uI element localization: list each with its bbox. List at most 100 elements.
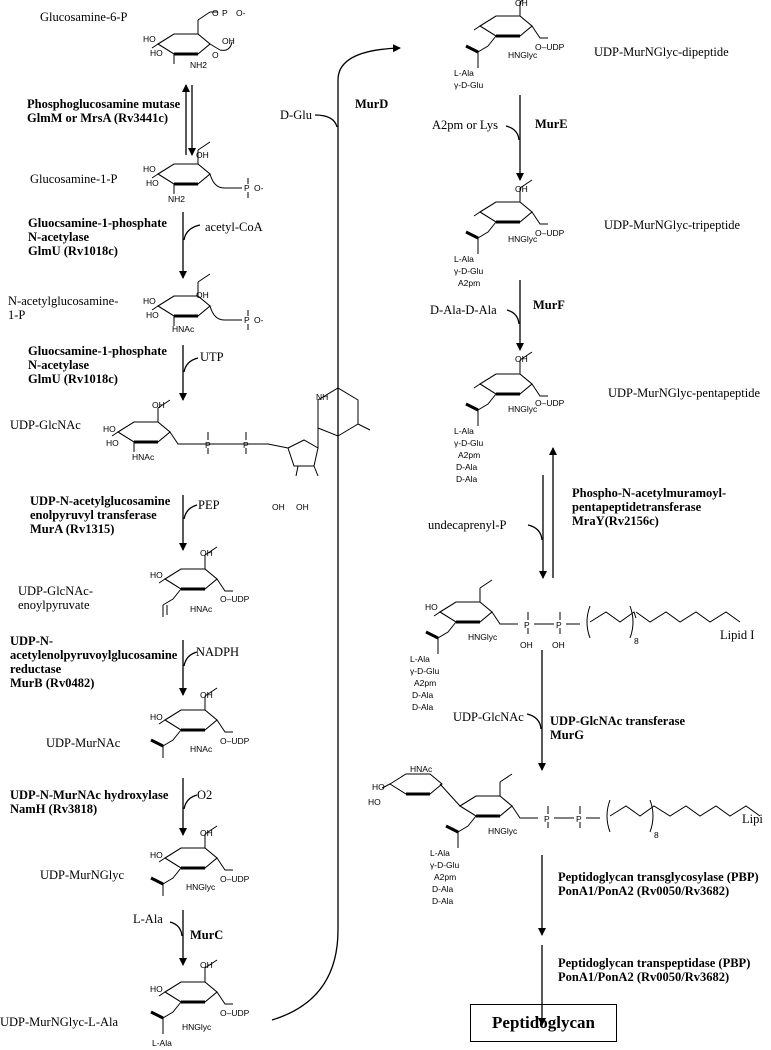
svg-text:HO: HO [150, 570, 163, 580]
svg-text:P: P [556, 620, 562, 630]
svg-text:A2pm: A2pm [458, 450, 480, 460]
compound-udp-murnglyc-l-ala: UDP-MurNGlyc-L-Ala [0, 1015, 119, 1029]
cosubstrate-acetyl-coa: acetyl-CoA [205, 220, 263, 234]
svg-text:O: O [212, 8, 219, 18]
arrow-murc-cosub [169, 921, 183, 937]
arrow-mure-cosub [505, 125, 520, 141]
enzyme-mura: UDP-N-acetylglucosamine enolpyruvyl tran… [30, 494, 171, 536]
svg-text:8: 8 [634, 636, 639, 646]
svg-text:O–UDP: O–UDP [535, 398, 565, 408]
enzyme-mray: Phospho-N-acetylmuramoyl- pentapeptidetr… [572, 486, 727, 528]
compound-udp-glcnac-enoylpyruvate: UDP-GlcNAc- enoylpyruvate [18, 584, 93, 612]
svg-text:HO: HO [150, 984, 163, 994]
arrow-murf-cosub [506, 309, 520, 325]
compound-lipid-i: Lipid I [720, 628, 755, 642]
product-peptidoglycan-box: Peptidoglycan [470, 1004, 617, 1042]
svg-text:A2pm: A2pm [458, 278, 480, 288]
cosubstrate-undecaprenyl-p: undecaprenyl-P [428, 518, 507, 532]
struct-lipid1 [425, 578, 741, 654]
svg-text:HNAc: HNAc [410, 764, 433, 774]
enzyme-transglycosylase: Peptidoglycan transglycosylase (PBP) Pon… [558, 870, 759, 898]
svg-text:HNGlyc: HNGlyc [488, 826, 518, 836]
svg-text:OH: OH [520, 640, 533, 650]
compound-pentapeptide: UDP-MurNGlyc-pentapeptide [608, 386, 761, 400]
svg-text:8: 8 [654, 830, 659, 840]
svg-text:HO: HO [106, 438, 119, 448]
svg-text:A2pm: A2pm [434, 872, 456, 882]
arrow-glmu2-cosub [183, 357, 199, 373]
svg-text:HO: HO [143, 296, 156, 306]
svg-text:O-: O- [236, 8, 246, 18]
struct-udpmurnglyc-lala [150, 958, 233, 1034]
svg-text:L-Ala: L-Ala [454, 254, 474, 264]
svg-text:HO: HO [146, 178, 159, 188]
svg-text:γ-D-Glu: γ-D-Glu [454, 438, 484, 448]
cosubstrate-o2: O2 [197, 788, 213, 802]
svg-text:HNGlyc: HNGlyc [186, 882, 216, 892]
svg-text:O–UDP: O–UDP [220, 736, 250, 746]
compound-tripeptide: UDP-MurNGlyc-tripeptide [604, 218, 741, 232]
svg-text:OH: OH [196, 290, 209, 300]
svg-text:OH: OH [200, 828, 213, 838]
svg-text:HNGlyc: HNGlyc [468, 632, 498, 642]
svg-text:L-Ala: L-Ala [430, 848, 450, 858]
structures [111, 0, 761, 1034]
svg-text:O–UDP: O–UDP [220, 874, 250, 884]
svg-text:D-Ala: D-Ala [412, 690, 434, 700]
struct-glcn1p [151, 140, 249, 198]
svg-text:HNAc: HNAc [172, 324, 195, 334]
svg-text:L-Ala: L-Ala [454, 68, 474, 78]
svg-text:OH: OH [200, 690, 213, 700]
svg-text:HO: HO [150, 712, 163, 722]
svg-text:D-Ala: D-Ala [432, 884, 454, 894]
enzyme-glmu-2: Gluocsamine-1-phosphate N-acetylase GlmU… [28, 344, 167, 386]
svg-text:L-Ala: L-Ala [410, 654, 430, 664]
svg-text:P: P [544, 814, 550, 824]
svg-text:D-Ala: D-Ala [412, 702, 434, 712]
svg-text:HNGlyc: HNGlyc [508, 50, 538, 60]
svg-text:HNAc: HNAc [190, 744, 213, 754]
svg-text:P: P [205, 440, 211, 450]
left-arrows [169, 84, 201, 966]
compound-udp-glcnac: UDP-GlcNAc [10, 418, 81, 432]
arrow-namh-cosub [183, 794, 198, 810]
enzyme-namh: UDP-N-MurNAc hydroxylase NamH (Rv3818) [10, 788, 169, 816]
svg-text:γ-D-Glu: γ-D-Glu [454, 266, 484, 276]
svg-text:HNAc: HNAc [190, 604, 213, 614]
struct-glcn6p [151, 10, 233, 64]
svg-text:P: P [524, 620, 530, 630]
svg-text:O–UDP: O–UDP [535, 42, 565, 52]
arrow-mray-cosub [527, 524, 543, 541]
murd-connector [271, 44, 401, 1021]
svg-text:HNGlyc: HNGlyc [508, 404, 538, 414]
svg-text:HNAc: HNAc [132, 452, 155, 462]
cosubstrate-l-ala: L-Ala [133, 912, 163, 926]
svg-text:HO: HO [143, 164, 156, 174]
arrow-murg-cosub [526, 713, 542, 730]
svg-text:HO: HO [425, 602, 438, 612]
cosubstrate-udp-glcnac: UDP-GlcNAc [453, 710, 524, 724]
svg-text:OH: OH [296, 502, 309, 512]
svg-text:OH: OH [152, 400, 165, 410]
cosubstrate-nadph: NADPH [196, 645, 240, 659]
svg-text:HO: HO [150, 48, 163, 58]
svg-text:L-Ala: L-Ala [454, 426, 474, 436]
svg-text:O-: O- [254, 183, 264, 193]
svg-text:HNGlyc: HNGlyc [508, 234, 538, 244]
cosubstrate-d-glu: D-Glu [280, 108, 312, 122]
svg-text:OH: OH [552, 640, 565, 650]
svg-text:OH: OH [196, 150, 209, 160]
arrow-mura-cosub [183, 504, 198, 520]
struct-lipid2 [381, 772, 761, 848]
svg-text:γ-D-Glu: γ-D-Glu [454, 80, 484, 90]
svg-text:O-: O- [254, 315, 264, 325]
enzyme-murc: MurC [190, 928, 224, 942]
svg-text:OH: OH [515, 354, 528, 364]
struct-udpmurnglyc [150, 824, 233, 896]
svg-text:NH2: NH2 [190, 60, 207, 70]
svg-text:P: P [576, 814, 582, 824]
svg-text:O: O [212, 50, 219, 60]
arrow-murb-cosub [183, 651, 198, 667]
svg-text:P: P [244, 315, 250, 325]
